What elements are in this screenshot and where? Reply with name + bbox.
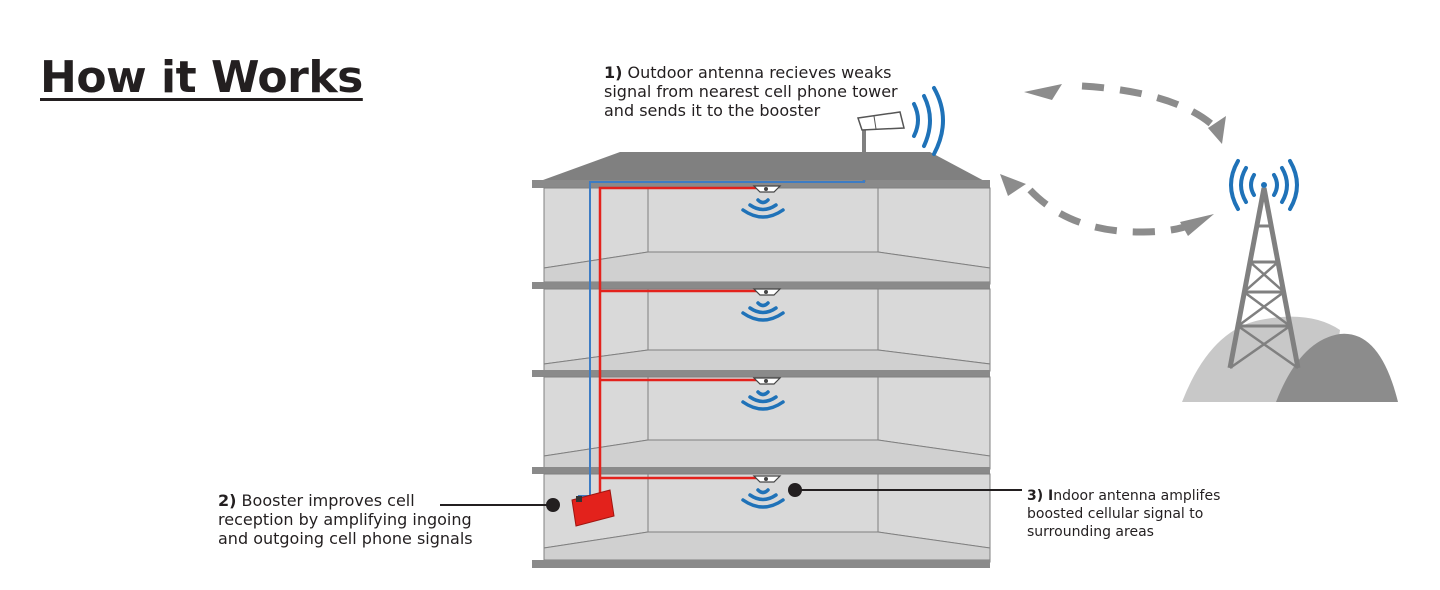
arrow-head-roof <box>1000 174 1026 196</box>
indoor-antenna-floor-3 <box>741 377 785 411</box>
step-1-line-1: Outdoor antenna recieves weaks <box>627 63 892 82</box>
ground-slab <box>532 560 990 568</box>
dashed-arrow-icon <box>1027 82 1221 236</box>
step-1-line-3: and sends it to the booster <box>604 101 821 120</box>
hills <box>1182 316 1398 402</box>
cell-tower-icon <box>1227 187 1301 370</box>
roof-slab <box>532 180 990 188</box>
arrow-head-to-tower-bottom <box>1180 214 1214 236</box>
arrow-head-to-building <box>1024 84 1062 100</box>
indoor-antenna-icon <box>752 475 782 483</box>
step-3-line-2: boosted cellular signal to <box>1027 506 1204 522</box>
step-3-line-3: surrounding areas <box>1027 524 1154 540</box>
page-title: How it Works <box>40 52 363 103</box>
floor-1-slab <box>532 282 990 289</box>
callout-indoor-antenna <box>788 483 1022 497</box>
indoor-antenna-floor-1 <box>741 185 785 219</box>
floor-2-slab <box>532 370 990 377</box>
step-2-number: 2) <box>218 491 237 510</box>
step-3-number: 3) I <box>1027 488 1054 504</box>
outdoor-antenna-icon <box>857 111 905 182</box>
indoor-antenna-floor-2 <box>741 288 785 322</box>
signal-waves-icon <box>741 301 785 322</box>
indoor-antenna-icon <box>752 288 782 296</box>
floor-1-center-wall <box>647 187 879 253</box>
floor-3-slab <box>532 467 990 474</box>
step-1-number: 1) <box>604 63 623 82</box>
indoor-antenna-icon <box>752 185 782 193</box>
step-3-caption: 3) Indoor antenna amplifes boosted cellu… <box>1027 487 1220 541</box>
indoor-cables <box>598 186 760 496</box>
callout-booster <box>440 498 560 512</box>
step-1-caption: 1) Outdoor antenna recieves weaks signal… <box>604 63 898 120</box>
booster-icon <box>571 489 615 527</box>
building-roof <box>532 152 990 184</box>
step-2-line-3: and outgoing cell phone signals <box>218 529 473 548</box>
step-2-line-2: reception by amplifying ingoing <box>218 510 472 529</box>
indoor-antenna-floor-4 <box>741 475 785 509</box>
outdoor-signal-waves-icon <box>912 86 945 156</box>
step-2-caption: 2) Booster improves cell reception by am… <box>218 491 473 548</box>
arrow-heads <box>1000 84 1226 236</box>
step-2-line-1: Booster improves cell <box>241 491 415 510</box>
signal-waves-icon <box>741 390 785 411</box>
step-3-line-1: ndoor antenna amplifes <box>1053 488 1221 504</box>
step-1-line-2: signal from nearest cell phone tower <box>604 82 898 101</box>
signal-waves-icon <box>741 488 785 509</box>
arrow-head-to-tower-top <box>1208 116 1226 144</box>
tower-signal-waves-icon <box>1229 159 1299 211</box>
signal-waves-icon <box>741 198 785 219</box>
indoor-antenna-icon <box>752 377 782 385</box>
